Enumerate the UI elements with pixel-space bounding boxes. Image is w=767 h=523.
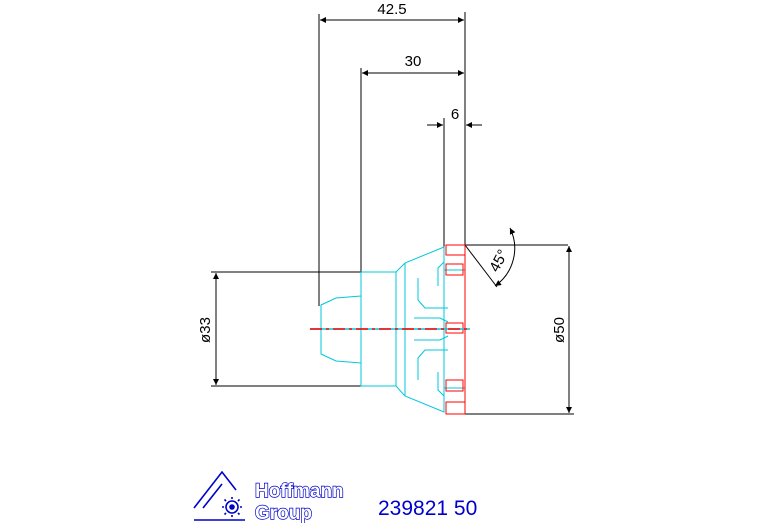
logo-gear-hub (229, 504, 235, 510)
insert-lower (445, 379, 464, 392)
overall-length-label: 42.5 (377, 1, 406, 18)
insert-middle (445, 322, 464, 334)
flute-upper-inner (437, 261, 445, 286)
logo-text-line1: Hoffmann (255, 481, 344, 502)
dimension-shank-diameter (211, 271, 362, 387)
dimension-chamfer-angle (464, 227, 568, 288)
logo-roof-inner (202, 483, 223, 509)
angle-arc (494, 227, 516, 287)
logo-mark-icon (193, 470, 245, 521)
hoffmann-group-logo: Hoffmann Group (193, 470, 344, 523)
logo-text-line2: Group (255, 503, 312, 523)
flute-lower-inner (437, 372, 445, 397)
chamfer-angle-label: 45° (486, 247, 512, 275)
logo-roof (193, 470, 237, 509)
insert-bottom-edge (445, 401, 466, 415)
logo-gear (225, 500, 239, 514)
shank-diameter-label: ø33 (197, 317, 214, 343)
part-number: 239821 50 (378, 497, 478, 520)
dimension-face-depth (427, 118, 482, 248)
dimension-shank-length (360, 68, 464, 272)
flute-lower (417, 349, 448, 380)
flute-middle-bottom (414, 335, 449, 341)
cutter-diameter-label: ø50 (551, 317, 568, 343)
dimension-overall-length (318, 12, 466, 306)
angle-leg (464, 244, 498, 288)
flute-upper (417, 278, 448, 309)
face-depth-label: 6 (451, 106, 459, 123)
flute-middle-top (414, 317, 449, 323)
insert-upper (445, 263, 464, 276)
dimension-cutter-diameter (465, 246, 574, 415)
shank-length-label: 30 (405, 53, 422, 70)
logo-gear-teeth (222, 497, 242, 517)
insert-top-edge (445, 244, 466, 256)
